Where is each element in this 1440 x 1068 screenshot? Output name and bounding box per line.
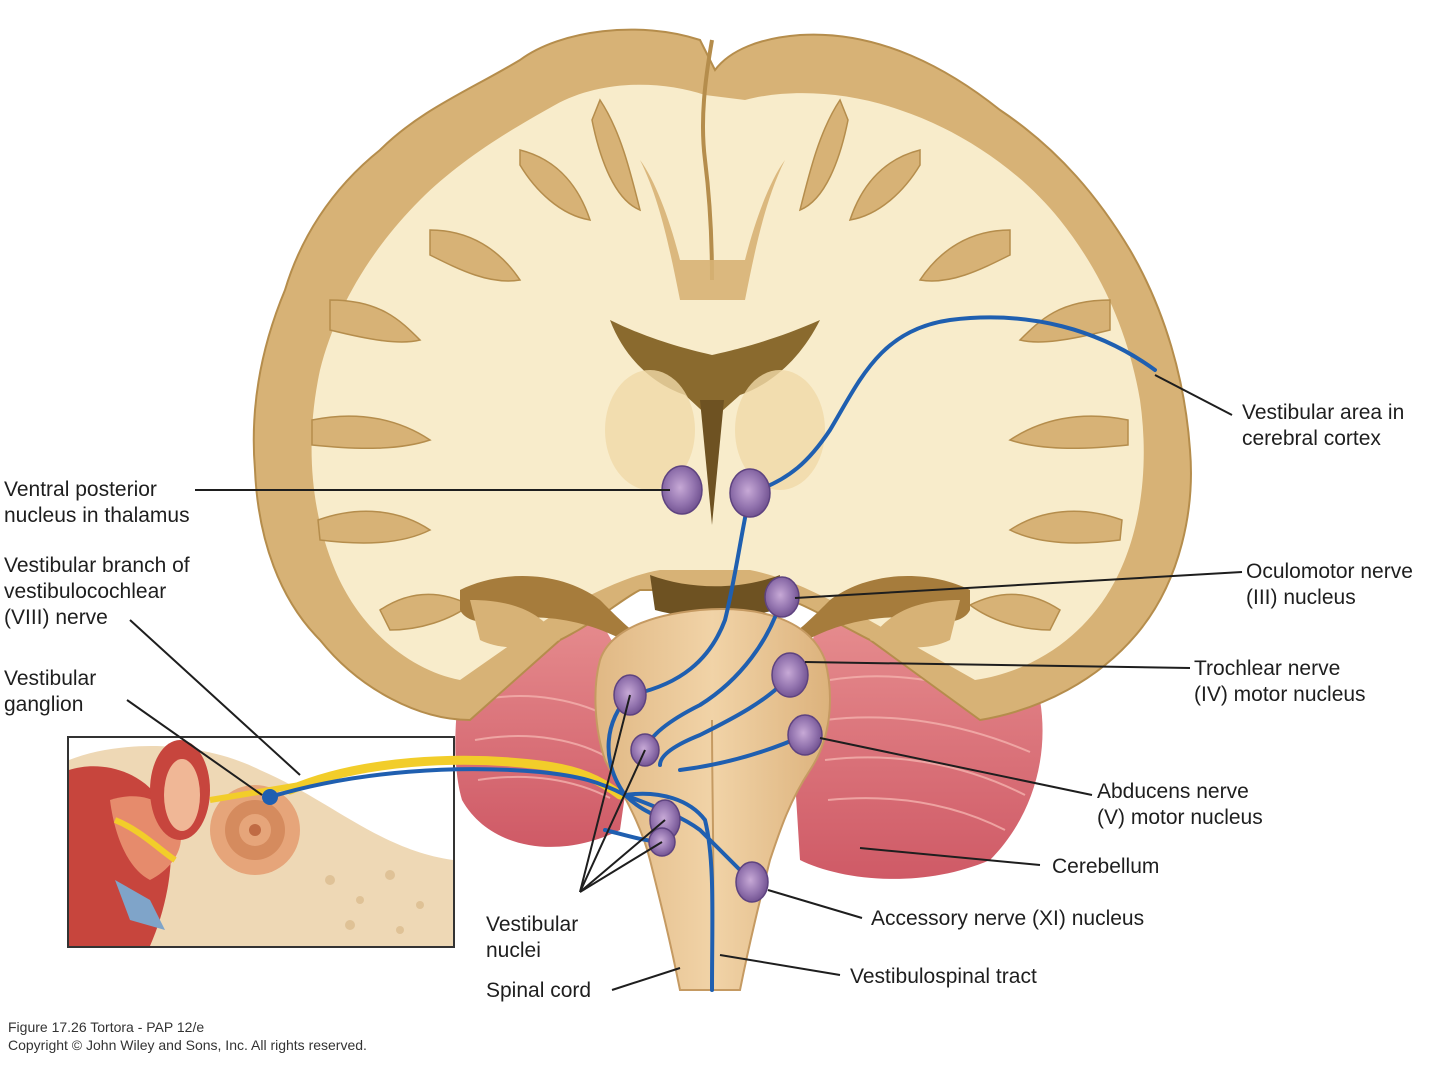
label-vestibulospinal-tract: Vestibulospinal tract	[850, 965, 1037, 988]
oculomotor-nucleus	[764, 576, 800, 618]
vestibular-pathways	[268, 315, 1157, 992]
label-cerebellum: Cerebellum	[1052, 855, 1160, 878]
trochlear-nucleus	[771, 652, 809, 698]
vestibular-nerve	[285, 755, 625, 800]
label-trochlear-nucleus: Trochlear nerve(IV) motor nucleus	[1194, 657, 1366, 706]
label-accessory-nucleus: Accessory nerve (XI) nucleus	[871, 907, 1145, 930]
label-oculomotor-nucleus: Oculomotor nerve(III) nucleus	[1246, 560, 1413, 609]
nuclei	[613, 465, 823, 903]
accessory-nucleus	[735, 861, 769, 903]
figure-credit: Figure 17.26 Tortora - PAP 12/e Copyrigh…	[8, 1018, 367, 1054]
temporal-region	[460, 575, 970, 650]
abducens-nucleus	[787, 714, 823, 756]
leader-lines	[126, 374, 1243, 991]
figure-caption: Figure 17.26 Tortora - PAP 12/e	[8, 1019, 205, 1035]
lateral-ventricles	[605, 320, 825, 525]
label-spinal-cord: Spinal cord	[486, 979, 592, 1002]
thalamus-nucleus-right	[729, 468, 771, 518]
label-abducens-nucleus: Abducens nerve(V) motor nucleus	[1097, 780, 1263, 829]
copyright-notice: Copyright © John Wiley and Sons, Inc. Al…	[8, 1037, 367, 1053]
